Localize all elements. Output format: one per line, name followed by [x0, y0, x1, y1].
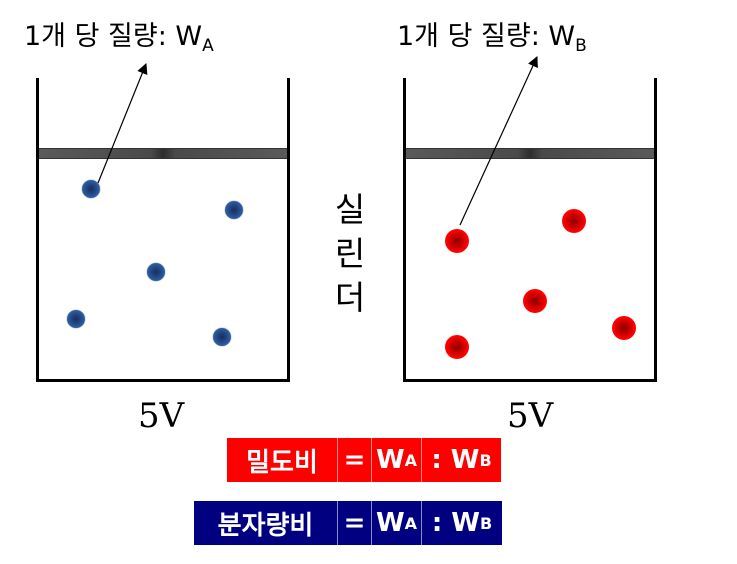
gas-a-mass-subscript: A [202, 36, 214, 56]
gas-b-particle [612, 316, 636, 340]
cylinder-a [36, 78, 290, 382]
gas-a-particle [82, 180, 100, 198]
gas-b-mass-subscript: B [575, 36, 587, 56]
cylinder-label-char: 린 [334, 234, 366, 273]
molar-mass-equals-sign: = [338, 501, 372, 545]
gas-a-particle [67, 310, 85, 328]
gas-b-particle [445, 335, 469, 359]
density-equals-sign: = [338, 438, 372, 482]
gas-a-particle [147, 263, 165, 281]
molar-mass-ratio-label: 분자량비 [194, 501, 338, 545]
cylinder-b [403, 78, 657, 382]
density-term-a-w: W [375, 445, 405, 475]
volume-b-label: 5V [507, 396, 554, 436]
molar-mass-term-b-sub: B [479, 513, 493, 533]
volume-a-label: 5V [138, 396, 185, 436]
cylinder-label-char: 실 [334, 190, 366, 229]
piston-a [39, 148, 287, 159]
cylinder-label: 실 린 더 [330, 188, 370, 320]
density-term-b-sub: B [479, 450, 492, 470]
gas-a-mass-text: 1개 당 질량: W [24, 21, 203, 52]
gas-b-particle [445, 229, 469, 253]
arrow-to-mass-a [97, 62, 148, 184]
molar-mass-term-a-w: W [375, 508, 405, 538]
gas-a-particle [225, 201, 243, 219]
density-term-a-sub: A [404, 450, 418, 470]
arrow-to-mass-b [459, 56, 538, 226]
gas-b-particle [523, 289, 547, 313]
cylinder-label-char: 더 [334, 278, 366, 317]
piston-b [406, 148, 654, 159]
gas-b-mass-label: 1개 당 질량: WB [397, 14, 587, 56]
molar-mass-term-b-w: : W [431, 508, 480, 538]
density-ratio-label: 밀도비 [227, 438, 338, 482]
gas-a-particle [213, 328, 231, 346]
gas-a-mass-label: 1개 당 질량: WA [24, 14, 214, 56]
gas-b-particle [562, 209, 586, 233]
molar-mass-term-a-sub: A [404, 513, 418, 533]
gas-b-mass-text: 1개 당 질량: W [397, 21, 576, 52]
density-term-b-w: : W [431, 445, 480, 475]
